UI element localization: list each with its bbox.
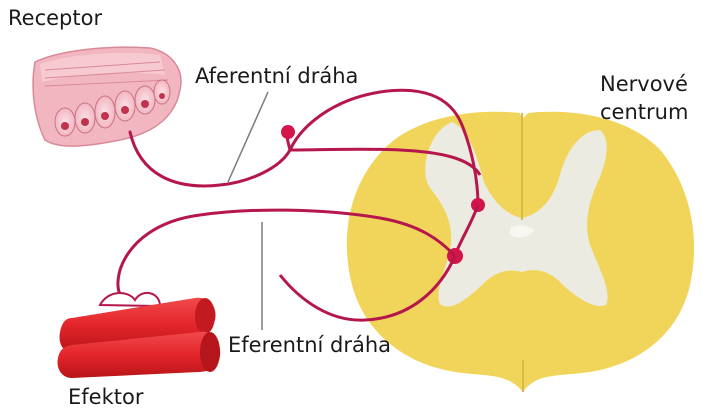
nerve-center-label: Nervové centrum xyxy=(600,70,688,127)
effector-label: Efektor xyxy=(68,385,143,410)
nerve-center-label-line1: Nervové xyxy=(600,70,688,98)
afferent-pointer xyxy=(228,92,268,182)
receptor-tissue xyxy=(33,47,181,146)
muscle-fiber-top-end xyxy=(195,298,215,334)
efferent-path-label: Eferentní dráha xyxy=(228,333,391,358)
spinal-cord xyxy=(347,112,694,392)
receptor-label: Receptor xyxy=(8,6,102,31)
afferent-path-label: Aferentní dráha xyxy=(195,64,358,89)
nerve-center-label-line2: centrum xyxy=(600,98,688,126)
effector-muscle xyxy=(58,293,221,378)
muscle-fiber-bottom-end xyxy=(200,332,220,372)
dorsal-root-ganglion xyxy=(281,125,295,139)
motor-end-plate xyxy=(100,293,160,306)
